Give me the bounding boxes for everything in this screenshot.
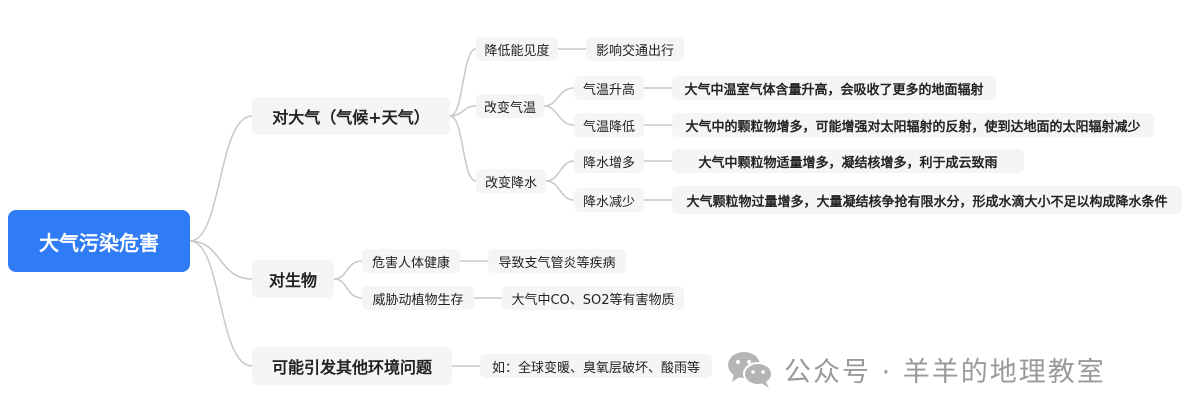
watermark: 公众号 · 羊羊的地理教室 <box>726 344 1106 394</box>
node-fall-reason[interactable]: 大气中的颗粒物增多，可能增强对太阳辐射的反射，使到达地面的太阳辐射减少 <box>672 113 1154 137</box>
root-node[interactable]: 大气污染危害 <box>8 210 190 272</box>
branch-atmosphere[interactable]: 对大气（气候+天气） <box>252 97 450 135</box>
node-precipitation-decrease[interactable]: 降水减少 <box>574 188 644 212</box>
node-temperature-rise[interactable]: 气温升高 <box>574 76 644 100</box>
watermark-text: 公众号 · 羊羊的地理教室 <box>784 356 1106 388</box>
node-precipitation-increase[interactable]: 降水增多 <box>574 149 644 173</box>
wechat-icon <box>728 352 773 388</box>
node-decrease-reason[interactable]: 大气颗粒物过量增多，大量凝结核争抢有限水分，形成水滴大小不足以构成降水条件 <box>672 186 1182 214</box>
node-human-health[interactable]: 危害人体健康 <box>362 249 460 273</box>
node-temperature-fall[interactable]: 气温降低 <box>574 113 644 137</box>
node-rise-reason[interactable]: 大气中温室气体含量升高，会吸收了更多的地面辐射 <box>672 76 996 100</box>
node-harmful-substances[interactable]: 大气中CO、SO2等有害物质 <box>502 286 684 310</box>
branch-other-problems[interactable]: 可能引发其他环境问题 <box>252 347 452 385</box>
node-increase-reason[interactable]: 大气中颗粒物适量增多，凝结核增多，利于成云致雨 <box>672 149 1024 173</box>
node-traffic-effect[interactable]: 影响交通出行 <box>586 37 684 61</box>
node-bronchitis[interactable]: 导致支气管炎等疾病 <box>488 249 626 273</box>
node-other-examples[interactable]: 如：全球变暖、臭氧层破坏、酸雨等 <box>480 354 712 378</box>
node-plant-animal-survival[interactable]: 威胁动植物生存 <box>362 286 474 310</box>
node-precipitation[interactable]: 改变降水 <box>476 169 546 193</box>
branch-organisms[interactable]: 对生物 <box>252 260 334 298</box>
node-visibility[interactable]: 降低能见度 <box>476 37 558 61</box>
node-temperature[interactable]: 改变气温 <box>476 94 544 118</box>
